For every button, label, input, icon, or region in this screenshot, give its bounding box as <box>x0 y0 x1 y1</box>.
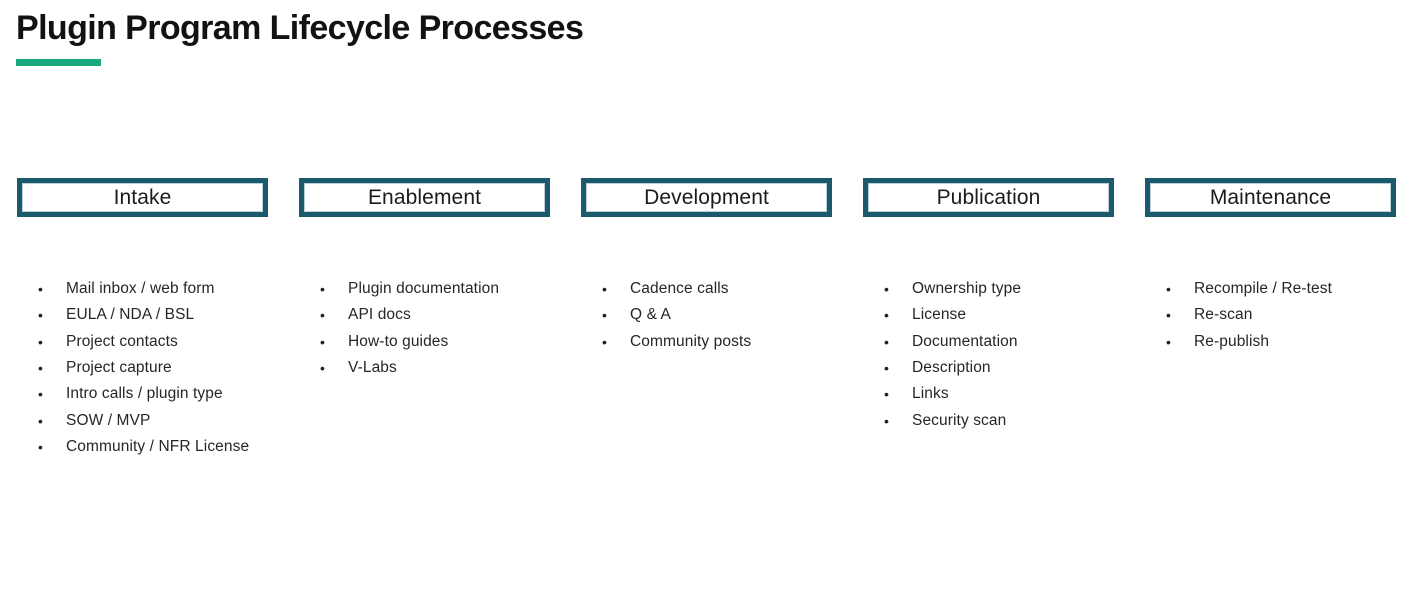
bullet-icon: • <box>884 281 889 298</box>
list-item-label: Community posts <box>630 332 752 350</box>
list-item: • Ownership type <box>863 276 1114 302</box>
bullet-icon: • <box>320 281 325 298</box>
bullet-icon: • <box>1166 281 1171 298</box>
column-header-label: Maintenance <box>1209 185 1332 209</box>
list-item-label: Ownership type <box>912 280 1022 298</box>
list-item: • Links <box>863 381 1114 407</box>
column-header-box: Intake <box>17 178 268 217</box>
list-item: • Q & A <box>581 302 832 328</box>
column-enablement: Enablement • Plugin documentation • API doc… <box>299 178 550 460</box>
list-item-label: API docs <box>348 306 411 324</box>
column-development: Development • Cadence calls • Q & A • Communi… <box>581 178 832 460</box>
bullet-icon: • <box>320 307 325 324</box>
bullet-icon: • <box>320 333 325 350</box>
list-item: • V-Labs <box>299 355 550 381</box>
bullet-icon: • <box>602 333 607 350</box>
bullet-icon: • <box>38 386 43 403</box>
list-item: • Community / NFR License <box>17 434 268 460</box>
list-item: • License <box>863 302 1114 328</box>
list-item: • Documentation <box>863 329 1114 355</box>
bullet-icon: • <box>38 307 43 324</box>
list-item: • Project contacts <box>17 329 268 355</box>
column-header-box: Publication <box>863 178 1114 217</box>
bullet-icon: • <box>884 360 889 377</box>
bullet-icon: • <box>1166 307 1171 324</box>
list-item-label: SOW / MVP <box>66 411 151 429</box>
bullet-icon: • <box>1166 333 1171 350</box>
list-item-label: License <box>912 306 967 324</box>
column-header-label: Development <box>644 185 769 209</box>
column-header-label: Enablement <box>367 185 482 209</box>
list-item-label: Project contacts <box>66 332 178 350</box>
bullet-icon: • <box>38 412 43 429</box>
bullet-icon: • <box>884 307 889 324</box>
column-header-label: Intake <box>113 185 172 209</box>
column-items: • Recompile / Re-test • Re-scan • Re-publish <box>1145 276 1396 355</box>
list-item: • API docs <box>299 302 550 328</box>
bullet-icon: • <box>884 333 889 350</box>
list-item: • Re-publish <box>1145 329 1396 355</box>
list-item: • Intro calls / plugin type <box>17 381 268 407</box>
list-item: • Community posts <box>581 329 832 355</box>
column-items: • Ownership type • License • Documentation • De… <box>863 276 1114 434</box>
list-item-label: Links <box>912 385 949 403</box>
list-item: • Mail inbox / web form <box>17 276 268 302</box>
list-item: • How-to guides <box>299 329 550 355</box>
list-item-label: Mail inbox / web form <box>66 280 215 298</box>
list-item-label: Intro calls / plugin type <box>66 385 223 403</box>
list-item: • Description <box>863 355 1114 381</box>
title-accent-bar <box>16 59 101 67</box>
list-item-label: Community / NFR License <box>66 437 250 455</box>
bullet-icon: • <box>320 360 325 377</box>
list-item-label: EULA / NDA / BSL <box>66 306 195 324</box>
column-items: • Plugin documentation • API docs • How-to gu… <box>299 276 550 381</box>
list-item: • Recompile / Re-test <box>1145 276 1396 302</box>
column-header-box: Development <box>581 178 832 217</box>
list-item-label: Plugin documentation <box>348 280 500 298</box>
list-item: • Project capture <box>17 355 268 381</box>
list-item: • SOW / MVP <box>17 407 268 433</box>
column-header-label: Publication <box>936 185 1041 209</box>
column-publication: Publication • Ownership type • License • Docu… <box>863 178 1114 460</box>
list-item-label: Description <box>912 359 991 377</box>
page-title: Plugin Program Lifecycle Processes <box>16 9 584 47</box>
column-maintenance: Maintenance • Recompile / Re-test • Re-scan… <box>1145 178 1396 460</box>
list-item-label: Re-publish <box>1194 332 1270 350</box>
list-item-label: Re-scan <box>1194 306 1253 324</box>
list-item: • Plugin documentation <box>299 276 550 302</box>
column-intake: Intake • Mail inbox / web form • EULA / NDA… <box>17 178 268 460</box>
bullet-icon: • <box>602 281 607 298</box>
title-block: Plugin Program Lifecycle Processes <box>16 8 584 67</box>
list-item-label: Project capture <box>66 359 172 377</box>
column-items: • Cadence calls • Q & A • Community posts <box>581 276 832 355</box>
bullet-icon: • <box>602 307 607 324</box>
bullet-icon: • <box>38 281 43 298</box>
bullet-icon: • <box>38 333 43 350</box>
bullet-icon: • <box>884 386 889 403</box>
column-header-box: Maintenance <box>1145 178 1396 217</box>
list-item-label: Recompile / Re-test <box>1194 280 1333 298</box>
list-item: • Re-scan <box>1145 302 1396 328</box>
column-header-box: Enablement <box>299 178 550 217</box>
column-items: •Mail inbox / web form•EULA / NDA / BSL•… <box>17 276 268 460</box>
list-item: • EULA / NDA / BSL <box>17 302 268 328</box>
list-item: • Security scan <box>863 407 1114 433</box>
bullet-icon: • <box>884 412 889 429</box>
list-item-label: Documentation <box>912 332 1018 350</box>
list-item-label: Security scan <box>912 411 1007 429</box>
list-item-label: Q & A <box>630 306 671 324</box>
lifecycle-columns: Intake • Mail inbox / web form • EULA / NDA… <box>17 178 1396 460</box>
bullet-icon: • <box>38 360 43 377</box>
list-item-label: Cadence calls <box>630 280 729 298</box>
list-item-label: How-to guides <box>348 332 449 350</box>
bullet-icon: • <box>38 438 43 455</box>
list-item-label: V-Labs <box>348 359 397 377</box>
list-item: • Cadence calls <box>581 276 832 302</box>
